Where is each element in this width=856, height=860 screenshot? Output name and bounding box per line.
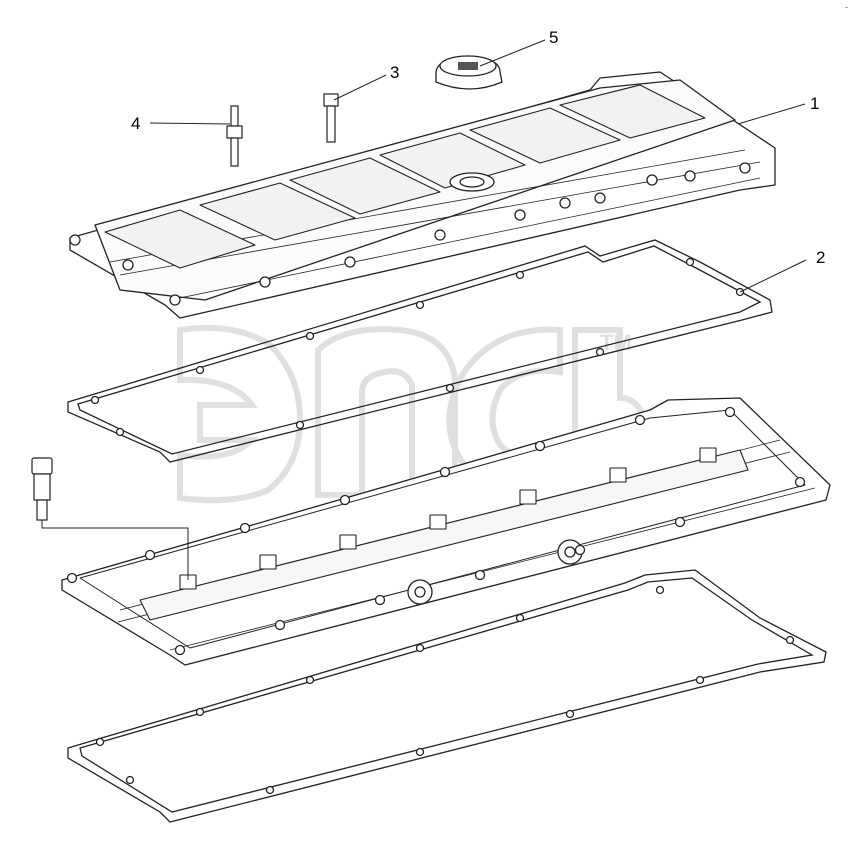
stud-lower <box>230 137 239 167</box>
valve-cover-panels <box>104 84 706 269</box>
harness-rail <box>139 449 749 621</box>
carrier-gasket <box>67 569 827 823</box>
pressure-sensor-lead-line <box>41 520 189 580</box>
oil-filler-cap-logo <box>458 62 478 70</box>
leader-line-5 <box>479 39 546 67</box>
valve-cover-gasket-inner <box>77 245 762 455</box>
injector-harness <box>139 447 749 621</box>
pressure-sensor-body <box>33 473 51 501</box>
valve-cover-carrier-inner <box>79 409 806 649</box>
harness-connector <box>519 489 537 505</box>
oil-filler-opening-inner <box>459 176 485 188</box>
leader-line-1 <box>737 103 806 125</box>
pressure-sensor <box>31 457 189 580</box>
leader-line-3 <box>333 74 387 101</box>
valve-cover-gasket <box>67 239 773 463</box>
valve-cover-gasket-bolt-holes <box>90 257 745 437</box>
leader-lines <box>149 39 807 293</box>
bolt <box>323 93 339 143</box>
panel <box>469 107 621 164</box>
valve-cover <box>69 71 776 319</box>
leader-line-4 <box>149 122 231 125</box>
harness-connector <box>609 467 627 483</box>
leader-line-2 <box>739 259 807 293</box>
oil-filler-opening <box>449 172 495 192</box>
valve-cover-carrier-bolt-bosses <box>66 406 806 656</box>
corner-mark: - <box>845 2 848 12</box>
stud-collar <box>226 125 243 139</box>
valve-cover-gasket-outer <box>67 239 773 463</box>
callout-2: 2 <box>816 248 825 267</box>
valve-cover-carrier <box>61 397 831 666</box>
watermark-letter-e <box>177 324 304 504</box>
watermark-letter-p <box>315 326 458 498</box>
breather-ports <box>407 539 583 605</box>
panel <box>289 157 441 215</box>
harness-connector <box>339 534 357 550</box>
callout-4: 4 <box>131 114 140 133</box>
callout-5: 5 <box>549 28 558 47</box>
callout-3: 3 <box>390 63 399 82</box>
pressure-sensor-tip <box>36 499 48 521</box>
pressure-sensor-head <box>31 457 53 475</box>
bolt-shank <box>326 105 336 143</box>
harness-connector <box>699 447 717 463</box>
bolt-head <box>323 93 339 107</box>
carrier-gasket-outer <box>67 569 827 823</box>
panel <box>199 182 356 241</box>
valve-cover-bolt-bosses <box>69 162 751 306</box>
stud-upper <box>230 105 239 127</box>
carrier-gasket-inner <box>79 577 814 813</box>
panel <box>379 132 526 189</box>
panel <box>104 209 256 269</box>
harness-connector <box>429 514 447 530</box>
panel <box>559 84 706 139</box>
callout-1: 1 <box>810 94 819 113</box>
harness-connector <box>259 554 277 570</box>
carrier-gasket-bolt-holes <box>95 585 795 795</box>
stud <box>226 105 243 167</box>
